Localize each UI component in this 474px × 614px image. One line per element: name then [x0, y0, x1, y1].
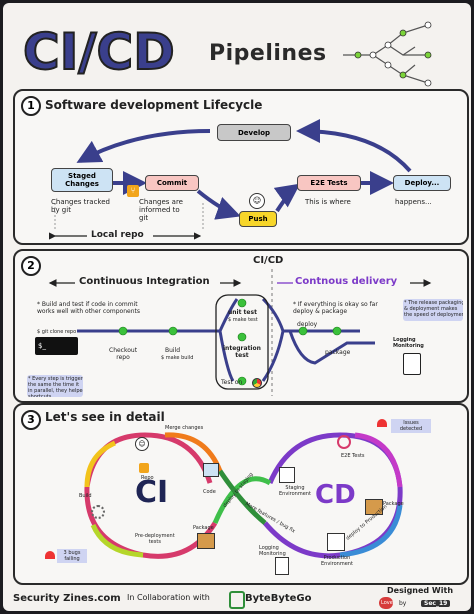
- package-cd-label: Package: [383, 501, 404, 507]
- deploy-label: deploy: [297, 321, 318, 328]
- ci-note: * Build and test if code in commit works…: [37, 301, 140, 315]
- unit-test-cmd: $ make test: [228, 317, 258, 323]
- gear-icon: [91, 505, 105, 519]
- logging-cd-label: Logging Monitoring: [259, 545, 286, 557]
- title-subtitle: Pipelines: [209, 41, 327, 66]
- logging-monitoring-label: Logging Monitoring: [393, 337, 424, 349]
- section1-heading: Software development Lifecycle: [45, 98, 263, 112]
- clipboard-icon: [403, 353, 421, 375]
- heart-icon: [379, 597, 393, 609]
- collab-text: In Collaboration with: [127, 593, 210, 602]
- author-handle: Sec_19: [421, 600, 451, 607]
- deploy-box: Deploy...: [393, 175, 451, 191]
- chrome-browser-icon: [252, 378, 262, 388]
- package-box-icon-ci: [197, 533, 215, 549]
- e2e-tests-box: E2E Tests: [297, 175, 361, 191]
- note-staged: Changes tracked by git: [51, 198, 110, 214]
- issues-detected-label: Issues detected: [391, 419, 431, 433]
- predeploy-label: Pre-deployment tests: [135, 533, 175, 545]
- sticky-note-right: * The release packaging & deployment mak…: [403, 299, 463, 321]
- footer: Security Zines.com In Collaboration with…: [3, 585, 471, 611]
- note-deploy: happens...: [395, 198, 432, 206]
- build-stage-label: Build: [79, 493, 92, 499]
- commit-box: Commit: [145, 175, 199, 191]
- integration-test-label: integration test: [223, 345, 261, 359]
- local-repo-label: Local repo: [91, 230, 144, 240]
- developer-avatar-icon: ☺: [249, 193, 265, 209]
- cicd-label: CI/CD: [253, 255, 284, 266]
- ci-big-label: CI: [135, 475, 169, 510]
- e2e-cd-label: E2E Tests: [341, 453, 365, 459]
- terminal-window: $_: [35, 337, 78, 355]
- section-number-2: 2: [21, 256, 41, 276]
- production-env-label: Production Environment: [321, 555, 353, 567]
- section-number-1: 1: [21, 96, 41, 116]
- designed-with: Designed With: [387, 586, 454, 595]
- staging-env-label: Staging Environment: [279, 485, 311, 497]
- checkout-label: Checkout repo: [109, 347, 138, 361]
- title-main: CI/CD: [23, 23, 175, 81]
- git-repo-icon: [139, 463, 149, 473]
- poster: CI/CD Pipelines: [3, 3, 471, 611]
- clipboard-cd-icon: [275, 557, 289, 575]
- push-box: Push: [239, 211, 277, 227]
- developer-icon: ☺: [135, 437, 149, 451]
- build-cmd: $ make build: [161, 355, 194, 361]
- repo-label: Repo: [141, 475, 154, 481]
- alarm-ci-icon: [45, 551, 55, 559]
- build-label: Build: [165, 347, 181, 354]
- section-number-3: 3: [21, 410, 41, 430]
- cd-big-label: CD: [315, 480, 356, 510]
- cd-note: * If everything is okay so far deploy & …: [293, 301, 378, 315]
- panel-cicd-overview: 2 CI/CD Continuous Integration Contnous …: [13, 249, 469, 403]
- unit-test-label: unit test: [228, 309, 257, 316]
- bytebytego-logo-icon: [229, 591, 245, 609]
- by-text: by: [399, 600, 407, 607]
- brand-name: Security Zines.com: [13, 593, 121, 604]
- package-box-icon-cd: [365, 499, 383, 515]
- note-e2e: This is where: [305, 198, 351, 206]
- merge-changes-label: Merge changes: [165, 425, 204, 431]
- test-on-label: Test on: [221, 379, 243, 386]
- title-ci-cd-art: CI/CD: [22, 21, 432, 87]
- sticky-note-left: * Every step is triggered the same the t…: [27, 375, 83, 397]
- git-clone-cmd: $ git clone repo: [37, 329, 77, 335]
- alarm-icon: [377, 419, 387, 427]
- magnifier-icon: [337, 435, 351, 449]
- staged-changes-box: Staged Changes: [51, 168, 113, 192]
- partner-name: ByteByteGo: [245, 593, 312, 604]
- code-monitor-icon: [203, 463, 219, 477]
- panel-sdlc: 1 Software development Lifecycle Develop…: [13, 89, 469, 245]
- git-icon: ⑂: [127, 185, 139, 197]
- cd-label: Contnous delivery: [295, 276, 398, 287]
- develop-box: Develop: [217, 124, 291, 141]
- production-server-icon: [327, 533, 345, 551]
- package-label: package: [325, 349, 351, 356]
- love-text: Love: [381, 600, 393, 606]
- ci-label: Continuous Integration: [79, 276, 210, 287]
- staging-server-icon: [279, 467, 295, 483]
- panel2-flow: [48, 269, 432, 396]
- panel1-arrows: [49, 119, 412, 240]
- code-label: Code: [203, 489, 216, 495]
- note-commit: Changes are informed to git: [139, 198, 183, 222]
- bugs-failing-label: 3 bugs failing: [57, 549, 87, 563]
- package-ci-label: Package: [193, 525, 214, 531]
- section3-heading: Let's see in detail: [45, 410, 165, 424]
- panel-detail: 3 Let's see in detail CI CD Merge change…: [13, 403, 469, 585]
